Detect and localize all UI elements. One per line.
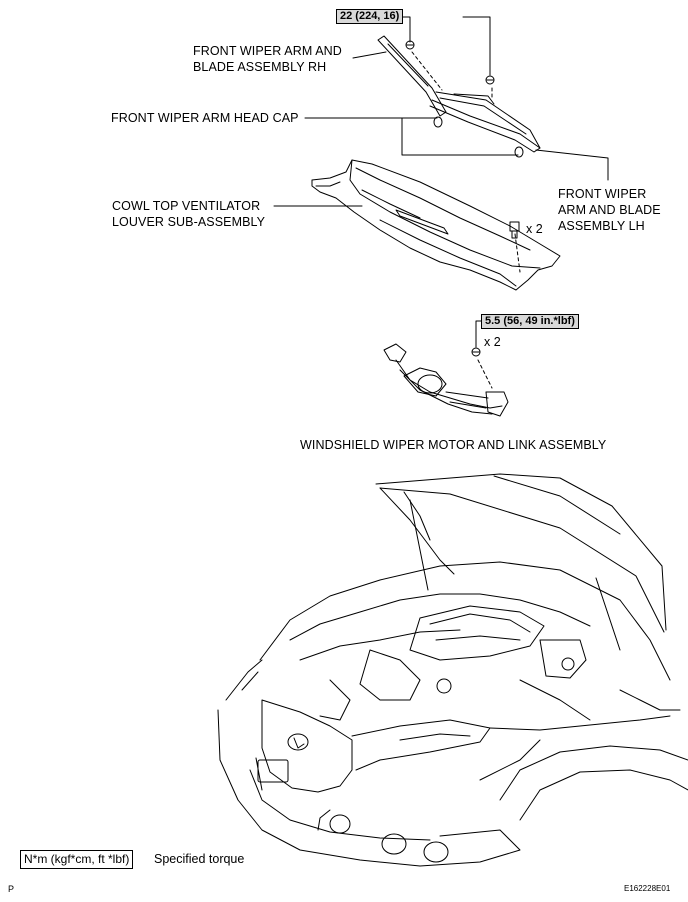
corner-code-right: E162228E01 bbox=[624, 884, 671, 893]
label-wiper-arm-rh-line2: BLADE ASSEMBLY RH bbox=[193, 60, 327, 74]
cowl-louver bbox=[311, 159, 561, 291]
legend-torque-unit: N*m (kgf*cm, ft *lbf) bbox=[20, 850, 134, 869]
label-motor-link: WINDSHIELD WIPER MOTOR AND LINK ASSEMBLY bbox=[300, 438, 607, 452]
wiper-arm-rh bbox=[377, 35, 541, 153]
label-wiper-arm-rh-line1: FRONT WIPER ARM AND bbox=[193, 44, 342, 58]
label-wiper-arm-lh-line3: ASSEMBLY LH bbox=[558, 219, 645, 233]
label-wiper-arm-lh: FRONT WIPER ARM AND BLADE ASSEMBLY LH bbox=[558, 186, 661, 234]
label-head-cap: FRONT WIPER ARM HEAD CAP bbox=[111, 111, 299, 125]
legend-description: Specified torque bbox=[154, 852, 245, 866]
label-wiper-arm-lh-line1: FRONT WIPER bbox=[558, 187, 647, 201]
torque-spec-motor-bolt: 5.5 (56, 49 in.*lbf) bbox=[481, 314, 579, 329]
car-outline bbox=[217, 473, 688, 867]
label-wiper-arm-rh: FRONT WIPER ARM AND BLADE ASSEMBLY RH bbox=[193, 43, 342, 75]
wiper-arm-lh bbox=[435, 75, 541, 149]
dashed-guides bbox=[411, 51, 521, 389]
head-caps bbox=[433, 116, 524, 158]
leader-lines bbox=[273, 16, 609, 348]
quantity-cowl-clip: x 2 bbox=[526, 222, 543, 236]
label-cowl-louver: COWL TOP VENTILATOR LOUVER SUB-ASSEMBLY bbox=[112, 198, 265, 230]
label-cowl-louver-line1: COWL TOP VENTILATOR bbox=[112, 199, 261, 213]
corner-code-left: P bbox=[8, 884, 15, 894]
wiper-motor-link bbox=[383, 343, 509, 417]
cowl-clip bbox=[509, 221, 520, 239]
label-cowl-louver-line2: LOUVER SUB-ASSEMBLY bbox=[112, 215, 266, 229]
label-wiper-arm-lh-line2: ARM AND BLADE bbox=[558, 203, 661, 217]
motor-bolt bbox=[471, 347, 481, 357]
quantity-motor-bolt: x 2 bbox=[484, 335, 501, 349]
torque-spec-arm-nut: 22 (224, 16) bbox=[336, 9, 404, 24]
